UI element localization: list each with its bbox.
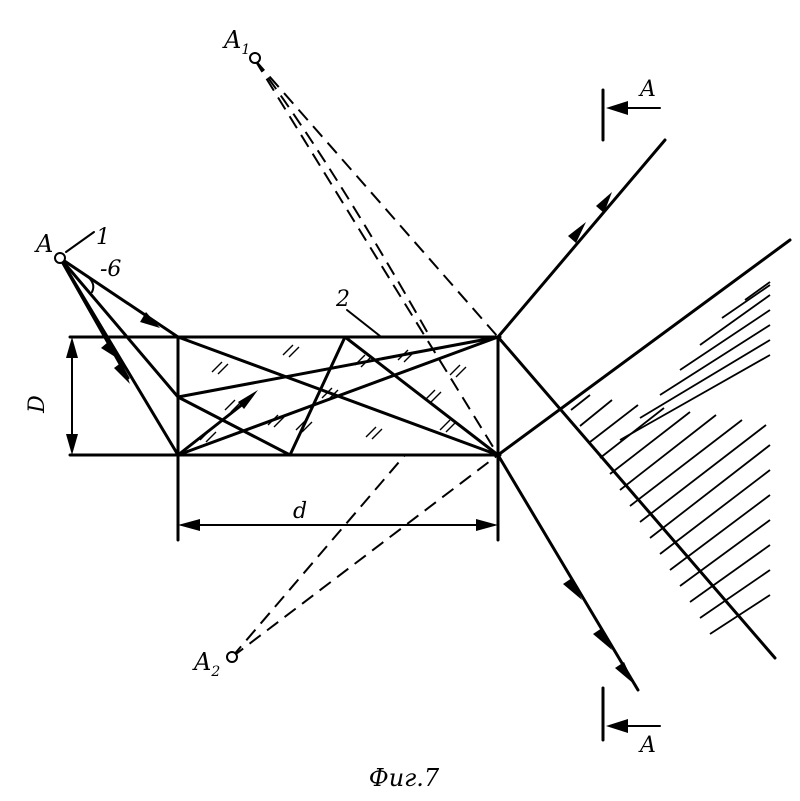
internal-ray-2 (178, 337, 498, 397)
virtual-image-lines (232, 60, 498, 657)
virtual-source-a2-label: A2 (192, 648, 220, 680)
dimension-d-height: D (25, 337, 78, 455)
element-number-label: 2 (335, 287, 350, 312)
dimension-d-length: d (178, 499, 498, 531)
exit-ray-lower (498, 455, 638, 690)
source-number-label: 1 (96, 225, 110, 250)
arrowhead-exit-upper (596, 192, 612, 213)
source-point-a (55, 253, 65, 263)
dimension-d-height-label: D (25, 395, 50, 414)
dashed-a1-to-bottom-right (255, 60, 498, 455)
dashed-a2-to-bottom-right (232, 455, 498, 657)
virtual-source-a2 (227, 652, 237, 662)
arrowhead-exit-lower-3 (615, 662, 634, 684)
leader-element-number (347, 310, 380, 336)
dashed-a1-to-top-right (255, 60, 498, 337)
dashed-a2-to-bottom (232, 455, 405, 657)
exit-ray-upper (498, 140, 665, 337)
source-a-label: A (34, 230, 53, 258)
dimension-d-length-label: d (293, 499, 307, 524)
leader-source-number (66, 232, 94, 252)
angle-label: -6 (100, 257, 121, 282)
section-marker-top: A (603, 77, 660, 140)
figure-caption: Фиг.7 (369, 764, 440, 792)
virtual-source-a1 (250, 53, 260, 63)
internal-reflections (178, 337, 498, 455)
incident-rays (60, 258, 178, 455)
arrowhead-exit-upper-2 (568, 222, 586, 243)
hatched-region (571, 282, 770, 634)
virtual-source-a1-label: A1 (222, 26, 250, 58)
section-marker-bottom: A (603, 688, 660, 758)
light-guide-block (70, 337, 500, 540)
section-top-label: A (638, 77, 656, 102)
section-bottom-label: A (638, 733, 656, 758)
